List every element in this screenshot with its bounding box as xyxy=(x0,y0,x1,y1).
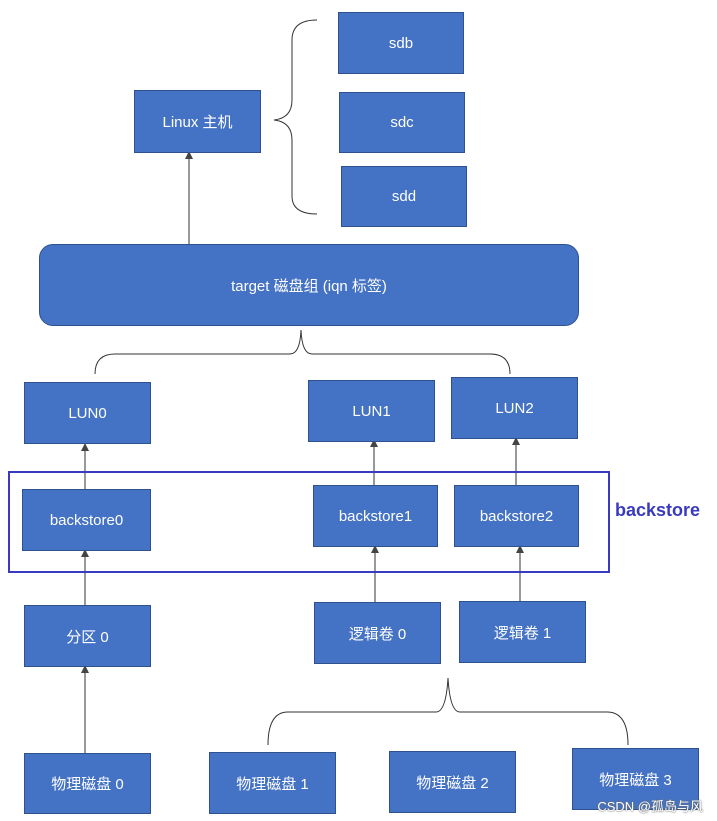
device-sdd-label: sdd xyxy=(391,188,417,205)
lun0-label: LUN0 xyxy=(68,404,107,422)
backstore2-label: backstore2 xyxy=(479,507,554,525)
backstore1-box: backstore1 xyxy=(313,485,438,547)
backstore2-box: backstore2 xyxy=(454,485,579,547)
device-sdc-box: sdc xyxy=(339,92,465,153)
devices-brace xyxy=(273,19,318,215)
physical-disk0-label: 物理磁盘 0 xyxy=(51,776,124,793)
lun2-box: LUN2 xyxy=(451,377,578,439)
logical-volume0-label: 逻辑卷 0 xyxy=(348,625,407,643)
device-sdd-box: sdd xyxy=(341,166,467,227)
device-sdb-label: sdb xyxy=(388,34,414,52)
logical-volume1-label: 逻辑卷 1 xyxy=(493,624,552,642)
backstore-group-frame xyxy=(8,471,610,573)
target-disk-group-box: target 磁盘组 (iqn 标签) xyxy=(39,244,579,326)
target-brace xyxy=(94,329,511,375)
disks-brace xyxy=(267,677,629,746)
physical-disk2-label: 物理磁盘 2 xyxy=(416,774,489,792)
linux-host-label: Linux 主机 xyxy=(162,114,233,131)
physical-disk1-label: 物理磁盘 1 xyxy=(236,775,309,793)
partition0-label: 分区 0 xyxy=(66,628,109,646)
device-sdb-box: sdb xyxy=(338,12,464,74)
lun2-label: LUN2 xyxy=(495,399,534,417)
partition0-box: 分区 0 xyxy=(24,605,151,667)
linux-host-box: Linux 主机 xyxy=(134,90,261,153)
physical-disk1-box: 物理磁盘 1 xyxy=(209,752,336,814)
backstore0-label: backstore0 xyxy=(49,511,124,529)
backstore1-label: backstore1 xyxy=(338,507,413,525)
physical-disk2-box: 物理磁盘 2 xyxy=(389,751,516,813)
logical-volume1-box: 逻辑卷 1 xyxy=(459,601,586,663)
physical-disk3-box: 物理磁盘 3 xyxy=(572,748,699,810)
physical-disk3-label: 物理磁盘 3 xyxy=(599,772,672,789)
target-label: target 磁盘组 (iqn 标签) xyxy=(231,277,387,295)
device-sdc-label: sdc xyxy=(390,114,414,131)
lun1-label: LUN1 xyxy=(352,402,391,420)
backstore0-box: backstore0 xyxy=(22,489,151,551)
physical-disk0-box: 物理磁盘 0 xyxy=(24,753,151,814)
logical-volume0-box: 逻辑卷 0 xyxy=(314,602,441,664)
backstore-group-label: backstore xyxy=(615,500,701,520)
watermark: CSDN @孤岛与风 xyxy=(597,799,703,814)
lun1-box: LUN1 xyxy=(308,380,435,442)
lun0-box: LUN0 xyxy=(24,382,151,444)
